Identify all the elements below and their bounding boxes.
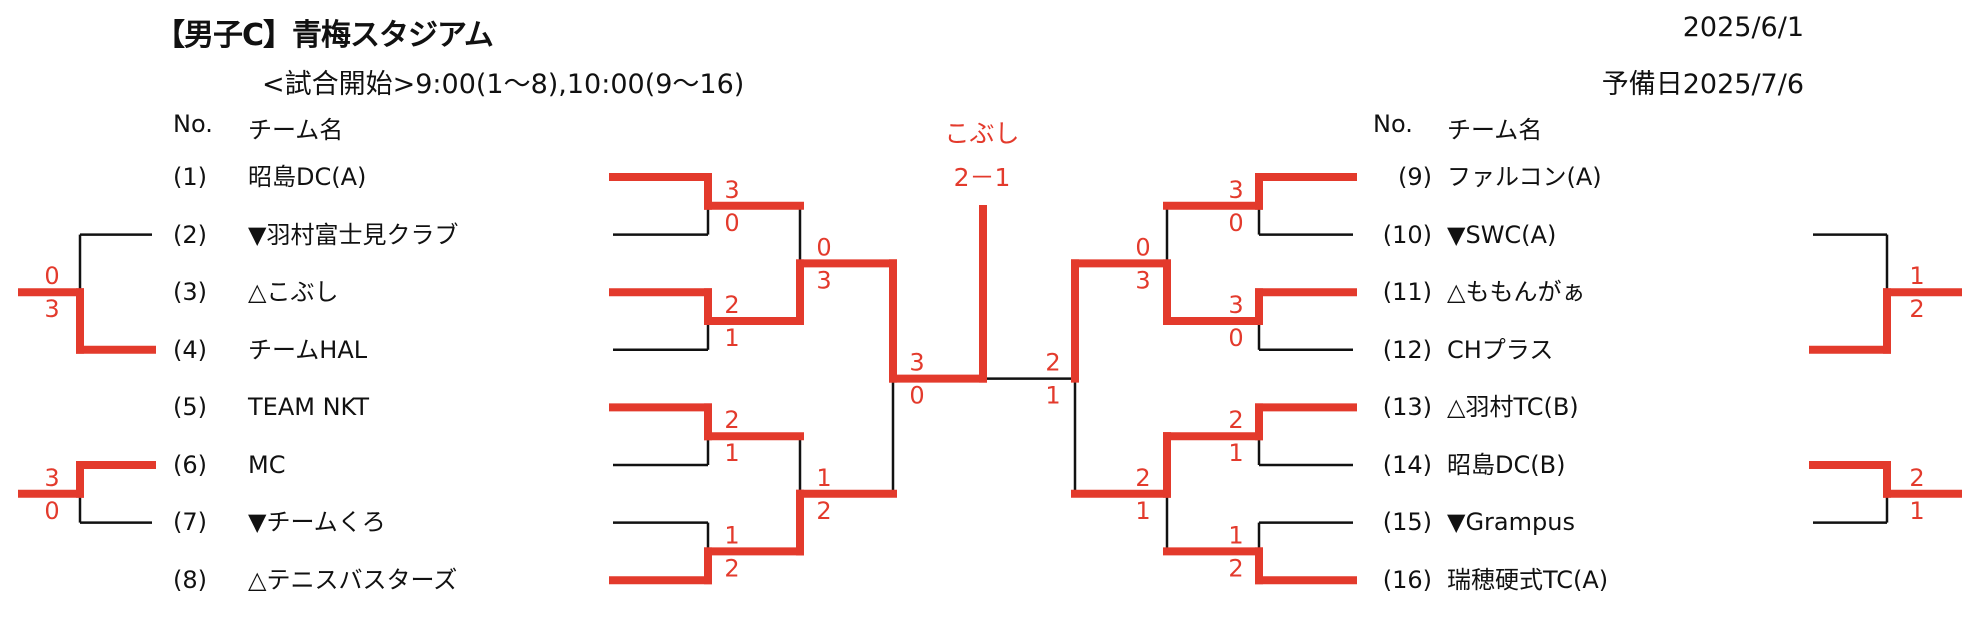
- score-bottom: 2: [816, 497, 831, 525]
- team-name: TEAM NKT: [248, 393, 370, 421]
- team-name: MC: [248, 451, 286, 479]
- left-no-header: No.: [173, 110, 213, 138]
- team-name: チームHAL: [248, 336, 368, 364]
- champion-name: こぶし: [944, 119, 1020, 148]
- score-bottom: 3: [816, 266, 831, 294]
- score-bottom: 0: [909, 382, 924, 410]
- team-no: (6): [173, 451, 207, 479]
- score-bottom: 0: [1228, 324, 1243, 352]
- team-no: (11): [1382, 278, 1432, 306]
- score-bottom: 0: [44, 497, 59, 525]
- score-bottom: 0: [724, 209, 739, 237]
- team-no: (9): [1398, 163, 1432, 191]
- score-bottom: 1: [724, 439, 739, 467]
- start-time-note: <試合開始>9:00(1～8),10:00(9～16): [262, 69, 745, 100]
- team-name: 昭島DC(A): [248, 163, 367, 191]
- score-top: 2: [1909, 464, 1924, 492]
- score-top: 1: [816, 464, 831, 492]
- team-name: ▼チームくろ: [248, 508, 386, 536]
- score-top: 3: [1228, 291, 1243, 319]
- team-no: (12): [1382, 336, 1432, 364]
- score-top: 3: [1228, 176, 1243, 204]
- team-name: ファルコン(A): [1447, 163, 1602, 191]
- team-no: (8): [173, 566, 207, 594]
- score-top: 1: [724, 521, 739, 549]
- team-no: (13): [1382, 393, 1432, 421]
- score-top: 3: [909, 349, 924, 377]
- team-no: (14): [1382, 451, 1432, 479]
- team-name: △羽村TC(B): [1447, 393, 1579, 421]
- team-no: (15): [1382, 508, 1432, 536]
- reserve-date: 予備日2025/7/6: [1601, 69, 1804, 100]
- team-name: 昭島DC(B): [1447, 451, 1566, 479]
- score-bottom: 2: [1909, 295, 1924, 323]
- left-team-header: チーム名: [248, 116, 344, 144]
- team-no: (7): [173, 508, 207, 536]
- score-top: 0: [816, 233, 831, 261]
- score-bottom: 2: [1228, 554, 1243, 582]
- event-date: 2025/6/1: [1682, 12, 1804, 43]
- score-top: 0: [44, 262, 59, 290]
- team-no: (5): [173, 393, 207, 421]
- score-top: 2: [1045, 349, 1060, 377]
- team-name: ▼羽村富士見クラブ: [248, 221, 459, 249]
- score-bottom: 1: [1228, 439, 1243, 467]
- champion-score: 2－1: [953, 163, 1011, 192]
- team-no: (16): [1382, 566, 1432, 594]
- score-bottom: 2: [724, 554, 739, 582]
- team-name: CHプラス: [1447, 336, 1554, 364]
- team-no: (10): [1382, 221, 1432, 249]
- team-name: 瑞穂硬式TC(A): [1447, 566, 1609, 594]
- team-name: △こぶし: [248, 278, 339, 306]
- score-bottom: 3: [1135, 266, 1150, 294]
- score-top: 3: [44, 464, 59, 492]
- score-top: 1: [1228, 521, 1243, 549]
- team-name: ▼Grampus: [1447, 508, 1575, 536]
- score-top: 2: [1135, 464, 1150, 492]
- team-name: △ももんがぁ: [1447, 278, 1586, 306]
- score-top: 2: [724, 291, 739, 319]
- page-title: 【男子C】青梅スタジアム: [155, 18, 494, 53]
- right-no-header: No.: [1373, 110, 1413, 138]
- score-top: 2: [724, 406, 739, 434]
- score-bottom: 1: [1909, 497, 1924, 525]
- score-top: 2: [1228, 406, 1243, 434]
- right-team-header: チーム名: [1447, 116, 1543, 144]
- team-name: △テニスバスターズ: [248, 566, 458, 594]
- team-no: (4): [173, 336, 207, 364]
- score-top: 1: [1909, 262, 1924, 290]
- score-bottom: 1: [724, 324, 739, 352]
- score-top: 0: [1135, 233, 1150, 261]
- score-top: 3: [724, 176, 739, 204]
- team-no: (3): [173, 278, 207, 306]
- score-bottom: 3: [44, 295, 59, 323]
- team-no: (1): [173, 163, 207, 191]
- score-bottom: 0: [1228, 209, 1243, 237]
- team-name: ▼SWC(A): [1447, 221, 1557, 249]
- team-no: (2): [173, 221, 207, 249]
- score-bottom: 1: [1135, 497, 1150, 525]
- score-bottom: 1: [1045, 382, 1060, 410]
